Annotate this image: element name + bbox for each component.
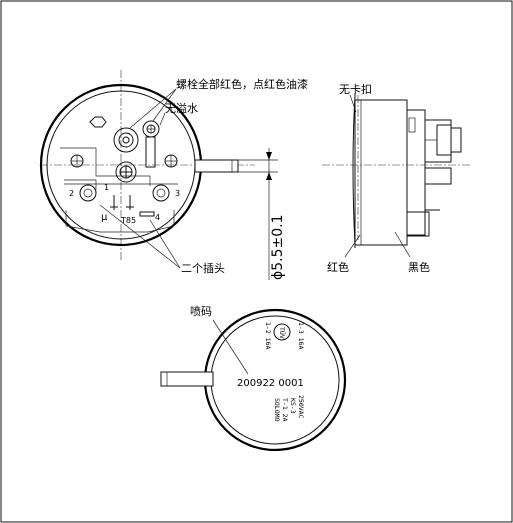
pin-4-tab [139, 211, 155, 217]
dim-arrow-bottom [266, 172, 272, 180]
terminal-2-screw-inner [83, 188, 93, 198]
bottom-tube [160, 371, 214, 387]
tuv-mark-text: TÜV [278, 327, 287, 339]
side-rim-curve [352, 95, 356, 246]
leader-red [344, 234, 361, 258]
red-label: 红色 [327, 260, 349, 274]
dimension-block: ϕ5.5±0.1 [266, 148, 286, 280]
leader-screw-adjust [129, 88, 177, 129]
dim-arrow-top [266, 152, 272, 160]
pin-3-label: 3 [175, 189, 180, 198]
leader-no-overflow [159, 112, 166, 126]
internal-frame-left [64, 179, 97, 190]
rating-ks: KS-3 [289, 398, 297, 414]
leader-plug-right [149, 219, 181, 269]
rating-250vac: 250VAC [297, 395, 305, 419]
connector-plug [436, 124, 452, 156]
terminal-3-screw-inner [156, 188, 166, 198]
connector-tip [450, 127, 462, 153]
bottom-view: TÜV 1-3 16A 1-2 16A 250VAC KS-3 T-1 2A S… [160, 305, 347, 452]
pin-2-label: 2 [69, 189, 74, 198]
terminal-2-screw [79, 184, 97, 202]
spray-code-label: 喷码 [190, 305, 212, 318]
front-view: 1 2 3 4 μ T85 螺栓全部红色，点红色油漆 无溢水 二个插头 [39, 70, 308, 275]
internal-frame-lower [65, 210, 175, 233]
connector-block [424, 119, 452, 163]
internal-frame-upper [60, 147, 151, 186]
mu-marking: μ [101, 212, 108, 223]
side-tube [424, 167, 452, 185]
spring-bracket [145, 136, 156, 168]
hex-nut-icon [89, 116, 107, 128]
side-view: 无卡扣 红色 黑色 [322, 82, 470, 274]
adjust-screw-core [122, 136, 130, 144]
serial-code: 200922 0001 [237, 378, 304, 389]
no-clip-note: 无卡扣 [339, 82, 372, 96]
no-overflow-note: 无溢水 [165, 101, 198, 115]
diameter-dimension: ϕ5.5±0.1 [270, 215, 286, 281]
center-screw-outer [115, 161, 137, 183]
tuv-mark-icon [273, 323, 291, 341]
rear-foot [406, 211, 430, 237]
leader-screw-red [152, 88, 177, 122]
terminal-3-screw [152, 184, 170, 202]
black-label: 黑色 [408, 260, 430, 274]
two-plugs-note: 二个插头 [181, 261, 225, 275]
t85-marking: T85 [120, 216, 136, 225]
pin-1-label: 1 [104, 183, 109, 192]
rear-housing [406, 109, 426, 236]
leader-plug-left [99, 204, 181, 269]
adjust-screw-inner [118, 132, 134, 148]
rating-t: T-1 2A [281, 398, 289, 422]
screw-note: 螺栓全部红色，点红色油漆 [176, 77, 308, 91]
adjust-screw-outer [113, 127, 139, 153]
outlet-tube [194, 159, 239, 173]
leader-black [394, 231, 411, 258]
leader-no-clip [349, 94, 357, 113]
rating-solomo: SOLOMO [273, 398, 281, 422]
rating-1-3: 1-3 16A [297, 322, 305, 349]
leader-spray-code [212, 319, 249, 375]
rating-1-2: 1-2 16A [264, 322, 272, 349]
side-clip-slot [408, 117, 416, 133]
pin-4-label: 4 [155, 213, 160, 222]
side-body [354, 99, 408, 246]
